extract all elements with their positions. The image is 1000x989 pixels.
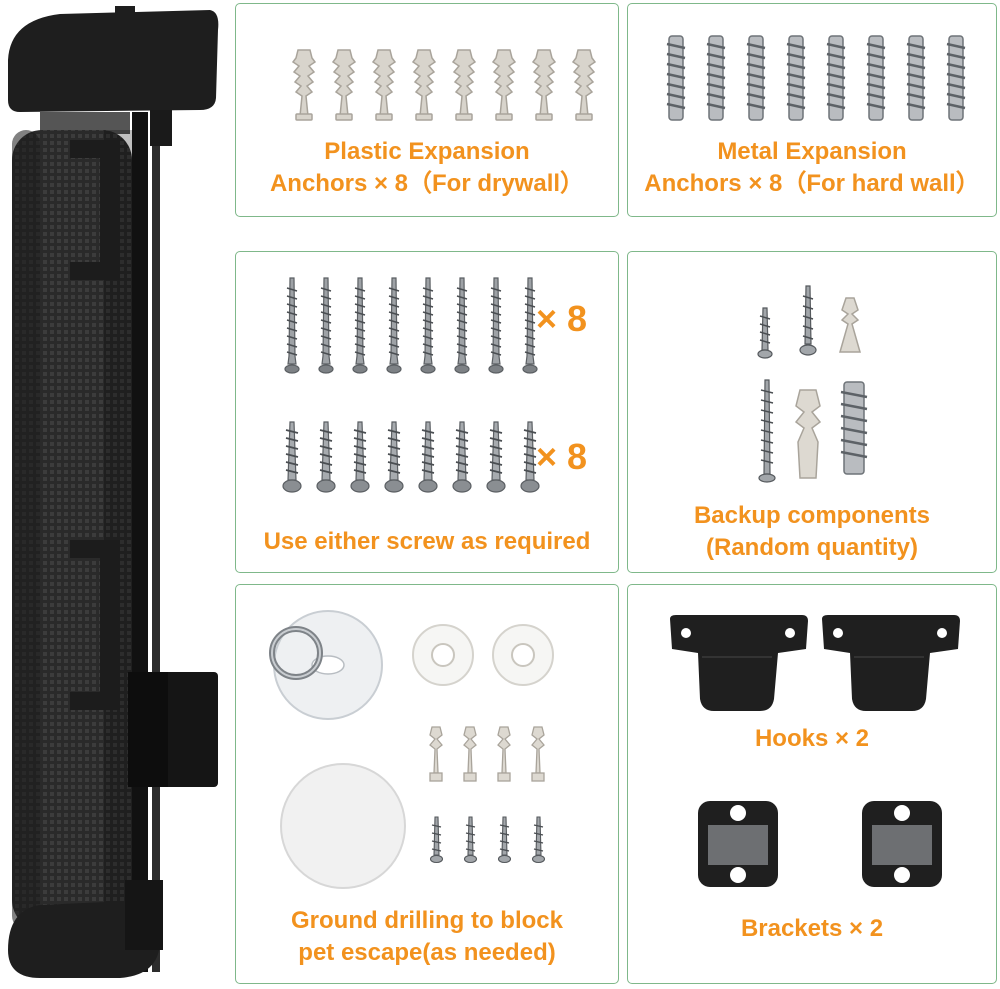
metal-anchors-caption: Metal Expansion Anchors × 8（For hard wal… bbox=[644, 138, 980, 197]
hooks-caption: Hooks × 2 bbox=[754, 725, 870, 752]
screw-icon bbox=[282, 277, 540, 493]
backup-components-icon bbox=[757, 285, 868, 483]
eye-ring-icon bbox=[269, 610, 383, 720]
brackets-caption: Brackets × 2 bbox=[740, 915, 884, 942]
bracket-icon bbox=[698, 801, 942, 887]
backup-panel: Backup components (Random quantity) bbox=[627, 251, 997, 573]
screws-panel: × 8 × 8 Use either screw as required bbox=[235, 251, 619, 573]
ground-drilling-caption: Ground drilling to block pet escape(as n… bbox=[291, 907, 563, 966]
mini-anchor-screw-icon bbox=[429, 726, 546, 864]
hook-icon bbox=[670, 615, 960, 711]
rubber-washer-icon bbox=[412, 624, 554, 686]
adhesive-pad-icon bbox=[280, 763, 406, 889]
plastic-anchor-icon bbox=[291, 49, 597, 121]
screws-bottom-multiplier: × 8 bbox=[536, 436, 588, 477]
retractable-gate-image bbox=[8, 6, 219, 978]
screws-caption: Use either screw as required bbox=[263, 528, 591, 555]
metal-anchor-icon bbox=[666, 35, 966, 121]
metal-anchors-panel: Metal Expansion Anchors × 8（For hard wal… bbox=[627, 3, 997, 217]
plastic-anchors-panel: Plastic Expansion Anchors × 8（For drywal… bbox=[235, 3, 619, 217]
plastic-anchors-caption: Plastic Expansion Anchors × 8（For drywal… bbox=[269, 138, 585, 197]
backup-caption: Backup components (Random quantity) bbox=[693, 502, 931, 561]
hooks-brackets-panel: Hooks × 2 Brackets × 2 bbox=[627, 584, 997, 984]
screws-top-multiplier: × 8 bbox=[536, 298, 588, 339]
ground-drilling-panel: Ground drilling to block pet escape(as n… bbox=[235, 584, 619, 984]
